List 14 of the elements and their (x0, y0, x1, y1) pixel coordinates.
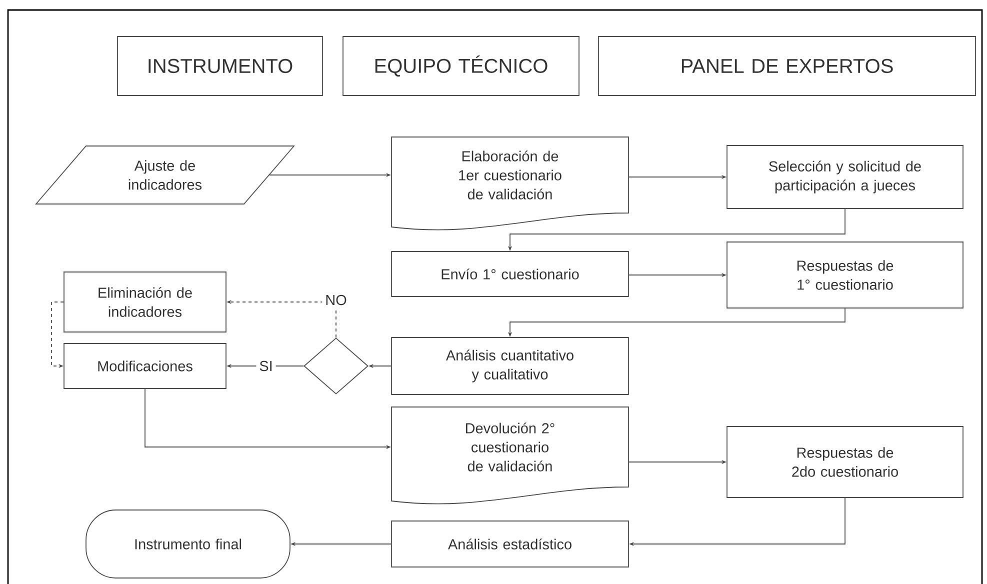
process-box: Respuestas de 2do cuestionario (726, 426, 964, 498)
process-box: Eliminación de indicadores (64, 272, 226, 332)
column-header: PANEL DE EXPERTOS (598, 36, 976, 96)
column-header: EQUIPO TÉCNICO (342, 36, 580, 96)
process-box: Envío 1° cuestionario (391, 251, 629, 297)
process-box: Análisis cuantitativo y cualitativo (391, 337, 629, 395)
process-box: Respuestas de 1° cuestionario (726, 242, 964, 308)
process-box: Modificaciones (64, 343, 226, 389)
process-box: Selección y solicitud de participación a jueces (726, 145, 964, 209)
edge-label: SI (256, 358, 276, 374)
edge-label: NO (322, 292, 350, 308)
decision-diamond (304, 338, 368, 394)
column-header: INSTRUMENTO (117, 36, 323, 96)
process-box: Análisis estadístico (391, 520, 629, 568)
